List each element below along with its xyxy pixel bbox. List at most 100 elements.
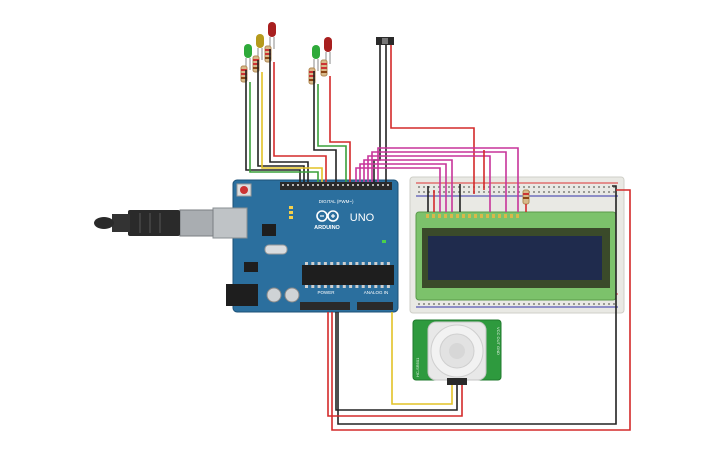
breadboard-hole <box>418 186 420 188</box>
wire-led2-signal[interactable] <box>261 72 323 182</box>
header-pin <box>332 184 334 186</box>
lcd-pin <box>468 214 471 218</box>
breadboard-hole <box>543 186 545 188</box>
lcd-pin <box>426 214 429 218</box>
breadboard-hole <box>468 303 470 305</box>
led-icon[interactable] <box>324 37 332 64</box>
wire-lcd-6[interactable] <box>377 147 519 212</box>
breadboard-hole <box>488 191 490 193</box>
breadboard-hole <box>603 191 605 193</box>
breadboard-hole <box>598 303 600 305</box>
lcd-pin <box>474 214 477 218</box>
breadboard-hole <box>463 303 465 305</box>
breadboard-hole <box>478 303 480 305</box>
header-pin <box>312 184 314 186</box>
power-header <box>300 302 350 310</box>
breadboard-hole <box>588 191 590 193</box>
lcd-module[interactable] <box>415 211 617 301</box>
breadboard-hole <box>503 186 505 188</box>
wire-led2-gnd[interactable] <box>257 60 305 182</box>
digital-header <box>280 182 392 190</box>
wire-led3-signal[interactable] <box>273 62 327 182</box>
wires <box>245 45 631 431</box>
breadboard-hole <box>498 191 500 193</box>
header-pin <box>287 184 289 186</box>
lcd-pin <box>492 214 495 218</box>
breadboard-hole <box>523 303 525 305</box>
wire-lcd-3[interactable] <box>363 159 453 212</box>
breadboard-hole <box>608 191 610 193</box>
wire-switch-a[interactable] <box>373 45 381 182</box>
capacitor <box>284 287 300 303</box>
wire-led4-gnd[interactable] <box>313 71 337 182</box>
lcd-pin <box>432 214 435 218</box>
arduino-board[interactable]: DIGITAL (PWM~) POWER ANALOG IN ARDUINO U… <box>212 179 399 313</box>
mcu-leg <box>336 285 340 288</box>
mcu-leg <box>349 262 353 265</box>
arduino-brand: ARDUINO <box>314 225 340 231</box>
lcd-pin <box>444 214 447 218</box>
breadboard-hole <box>548 186 550 188</box>
power-jack <box>226 284 258 306</box>
atmega-chip <box>302 265 394 285</box>
breadboard-hole <box>518 303 520 305</box>
wire-led3-gnd[interactable] <box>269 49 309 182</box>
breadboard-hole <box>608 186 610 188</box>
usb-cable-icon[interactable] <box>94 209 214 237</box>
breadboard-hole <box>488 186 490 188</box>
wire-lcd-2[interactable] <box>359 163 447 212</box>
led-rx <box>289 216 293 219</box>
resistor-icon[interactable] <box>522 189 530 205</box>
mcu-leg <box>311 262 315 265</box>
lcd-pin <box>486 214 489 218</box>
wire-pir-out[interactable] <box>391 312 453 405</box>
mcu-leg <box>374 285 378 288</box>
crystal <box>264 244 288 255</box>
switch-icon[interactable] <box>376 37 394 45</box>
led-tx <box>289 211 293 214</box>
wire-lcd-1[interactable] <box>355 167 441 212</box>
arduino-logo <box>316 210 339 222</box>
header-pin <box>347 184 349 186</box>
breadboard-hole <box>453 186 455 188</box>
wire-led1-signal[interactable] <box>249 82 319 182</box>
wire-pir-vcc[interactable] <box>327 312 463 417</box>
breadboard-hole <box>463 191 465 193</box>
wire-switch-power[interactable] <box>390 45 475 194</box>
mcu-leg <box>336 262 340 265</box>
wire-lcd-4[interactable] <box>367 155 491 212</box>
breadboard-hole <box>458 191 460 193</box>
wire-bb-gnd[interactable] <box>337 185 617 425</box>
breadboard-hole <box>538 303 540 305</box>
wire-pir-gnd[interactable] <box>335 312 458 411</box>
led-group <box>244 22 332 71</box>
reset-button[interactable] <box>240 186 248 194</box>
breadboard-hole <box>558 191 560 193</box>
breadboard-hole <box>558 186 560 188</box>
breadboard-hole <box>588 186 590 188</box>
breadboard-hole <box>448 191 450 193</box>
resistor-icon[interactable] <box>320 59 328 77</box>
header-pin <box>317 184 319 186</box>
wire-led5-signal[interactable] <box>329 76 351 182</box>
mcu-leg <box>380 262 384 265</box>
wire-led4-signal[interactable] <box>317 84 347 182</box>
led-icon[interactable] <box>268 22 276 49</box>
breadboard-hole <box>608 303 610 305</box>
breadboard-hole <box>433 186 435 188</box>
breadboard-hole <box>503 191 505 193</box>
breadboard-hole <box>538 186 540 188</box>
wire-bb-vcc[interactable] <box>331 189 631 431</box>
analog-header <box>357 302 393 310</box>
breadboard-hole <box>423 191 425 193</box>
wire-led1-gnd[interactable] <box>245 70 301 182</box>
pir-sensor[interactable]: HC-SR501 VCC OUT GND <box>412 319 502 385</box>
pir-header <box>447 378 467 385</box>
breadboard-hole <box>458 303 460 305</box>
breadboard-hole <box>478 191 480 193</box>
mcu-leg <box>361 262 365 265</box>
led-icon[interactable] <box>312 45 320 71</box>
wire-lcd-5[interactable] <box>371 151 507 212</box>
breadboard-hole <box>493 303 495 305</box>
lcd-header-pins <box>426 214 519 218</box>
